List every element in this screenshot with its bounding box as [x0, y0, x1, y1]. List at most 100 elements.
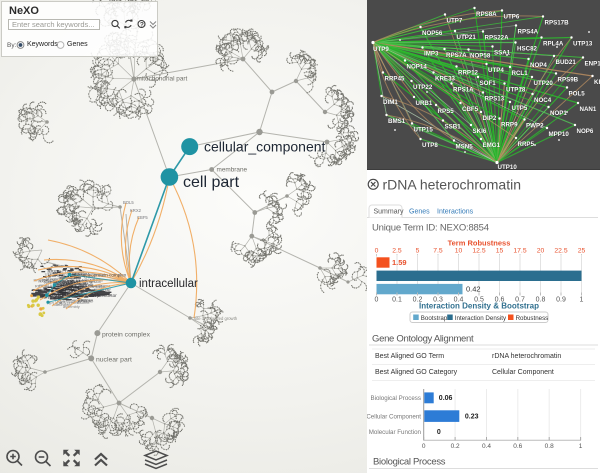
- svg-text:RPS27B: RPS27B: [71, 285, 87, 290]
- svg-text:RPL4A: RPL4A: [543, 41, 564, 48]
- svg-text:snoRNA: snoRNA: [64, 281, 79, 286]
- svg-text:BMS1: BMS1: [388, 118, 406, 125]
- svg-text:1: 1: [580, 297, 584, 304]
- svg-text:UTP18: UTP18: [506, 87, 526, 94]
- svg-text:RRP5: RRP5: [518, 141, 535, 148]
- svg-text:RRP45: RRP45: [385, 76, 406, 83]
- svg-text:SOF1: SOF1: [480, 80, 497, 87]
- svg-text:RPS1A: RPS1A: [39, 283, 52, 288]
- svg-text:?: ?: [140, 22, 144, 29]
- svg-text:RPS5: RPS5: [76, 278, 87, 283]
- svg-text:assembly: assembly: [63, 304, 80, 309]
- svg-text:Gene Ontology Alignment: Gene Ontology Alignment: [372, 334, 474, 345]
- svg-text:RPL5: RPL5: [56, 292, 67, 297]
- svg-text:NOP4: NOP4: [530, 62, 547, 69]
- svg-text:RPL11B: RPL11B: [71, 273, 86, 278]
- svg-text:RRP9: RRP9: [501, 122, 518, 129]
- svg-text:protein complex: protein complex: [102, 332, 151, 339]
- svg-text:RPS8A: RPS8A: [476, 11, 497, 18]
- svg-text:BUD21: BUD21: [556, 59, 577, 66]
- svg-text:NOP56: NOP56: [422, 30, 443, 37]
- svg-text:RPS9B: RPS9B: [35, 283, 48, 288]
- svg-text:site of polarized growth: site of polarized growth: [194, 316, 238, 321]
- svg-text:UTP10: UTP10: [498, 164, 518, 170]
- svg-text:cell part: cell part: [183, 174, 240, 191]
- svg-text:20: 20: [537, 248, 545, 255]
- svg-text:0.23: 0.23: [465, 414, 479, 421]
- svg-text:subunit: subunit: [82, 277, 96, 282]
- svg-text:0.2: 0.2: [451, 443, 460, 450]
- svg-text:CBF5: CBF5: [462, 106, 479, 113]
- svg-text:nuclear part: nuclear part: [96, 357, 132, 364]
- svg-text:0.8: 0.8: [536, 297, 546, 304]
- svg-text:SSB1: SSB1: [445, 124, 462, 131]
- svg-text:Best Aligned GO Category: Best Aligned GO Category: [375, 369, 458, 376]
- svg-text:0.5: 0.5: [474, 297, 484, 304]
- svg-text:RPS24A: RPS24A: [59, 288, 75, 293]
- svg-text:RPL30: RPL30: [89, 279, 102, 284]
- svg-text:DIM1: DIM1: [383, 99, 398, 106]
- svg-text:15: 15: [496, 248, 504, 255]
- svg-text:RPS1A: RPS1A: [51, 288, 64, 293]
- svg-text:RPS9B: RPS9B: [558, 77, 579, 84]
- svg-text:Interactions: Interactions: [437, 209, 474, 216]
- svg-text:NOP1: NOP1: [550, 110, 567, 117]
- svg-text:10: 10: [455, 248, 463, 255]
- svg-text:Cellular Component: Cellular Component: [367, 414, 421, 421]
- svg-text:MSN5: MSN5: [456, 144, 474, 151]
- svg-text:Robustness: Robustness: [516, 315, 549, 322]
- svg-text:ribosome: ribosome: [55, 282, 72, 287]
- svg-text:UTP22: UTP22: [413, 84, 433, 91]
- svg-text:7.5: 7.5: [433, 248, 443, 255]
- svg-text:UTP5: UTP5: [512, 105, 528, 112]
- svg-text:0.1: 0.1: [392, 297, 402, 304]
- svg-text:maturation: maturation: [53, 302, 72, 307]
- svg-text:subunit: subunit: [59, 275, 73, 280]
- svg-text:ribosome: ribosome: [48, 279, 65, 284]
- svg-text:RPL11B: RPL11B: [57, 270, 72, 275]
- svg-text:rRNA binding: rRNA binding: [68, 279, 92, 284]
- svg-text:RPS4A: RPS4A: [69, 288, 82, 293]
- svg-text:RPL19B: RPL19B: [42, 292, 57, 297]
- svg-text:BOL5: BOL5: [123, 200, 134, 205]
- svg-text:snoRNA: snoRNA: [54, 279, 69, 284]
- svg-text:UTP4: UTP4: [488, 67, 504, 74]
- svg-text:EMG1: EMG1: [483, 142, 501, 149]
- svg-text:RPS13: RPS13: [69, 292, 82, 297]
- svg-text:RPL35A: RPL35A: [75, 272, 90, 277]
- svg-text:POL5: POL5: [569, 91, 586, 98]
- svg-text:Term Robustness: Term Robustness: [448, 239, 511, 248]
- svg-text:UTP8: UTP8: [422, 142, 438, 149]
- svg-text:Interaction Density & Bootstra: Interaction Density & Bootstrap: [419, 302, 539, 311]
- svg-text:cellular_component: cellular_component: [204, 139, 326, 155]
- svg-text:RPS22A: RPS22A: [54, 282, 70, 287]
- svg-text:0: 0: [422, 443, 426, 450]
- svg-text:RPS18A: RPS18A: [78, 298, 94, 303]
- svg-text:precursor: precursor: [40, 277, 58, 282]
- svg-text:RPL7A: RPL7A: [78, 298, 91, 303]
- svg-text:25: 25: [578, 248, 586, 255]
- svg-text:RPL19B: RPL19B: [38, 288, 53, 293]
- svg-text:0.8: 0.8: [545, 443, 554, 450]
- svg-text:rDNA heterochromatin: rDNA heterochromatin: [383, 177, 522, 193]
- svg-text:ribosomal subunit precursor: ribosomal subunit precursor: [60, 293, 117, 298]
- svg-text:UTP21: UTP21: [457, 34, 477, 41]
- svg-text:22.5: 22.5: [554, 248, 567, 255]
- svg-text:ribonucleoprotein complex: ribonucleoprotein complex: [73, 273, 127, 278]
- svg-text:RPL4A: RPL4A: [68, 278, 81, 283]
- svg-text:UTP7: UTP7: [447, 18, 463, 25]
- svg-text:intracellular: intracellular: [139, 278, 198, 290]
- svg-text:RPS1A: RPS1A: [48, 269, 62, 274]
- svg-text:0.06: 0.06: [439, 395, 453, 402]
- svg-text:UTP15: UTP15: [414, 127, 434, 134]
- svg-text:maturation: maturation: [34, 287, 53, 292]
- svg-text:Best Aligned GO Term: Best Aligned GO Term: [375, 353, 444, 360]
- svg-text:processome: processome: [46, 276, 69, 281]
- svg-text:2.5: 2.5: [392, 248, 402, 255]
- svg-text:ribosomal subunit: ribosomal subunit: [58, 283, 95, 288]
- svg-text:RPL13A: RPL13A: [52, 289, 67, 294]
- svg-text:preribosome: preribosome: [66, 281, 89, 286]
- svg-text:NOP6: NOP6: [577, 128, 594, 135]
- svg-text:0.7: 0.7: [515, 297, 525, 304]
- svg-text:RPS4A: RPS4A: [60, 282, 73, 287]
